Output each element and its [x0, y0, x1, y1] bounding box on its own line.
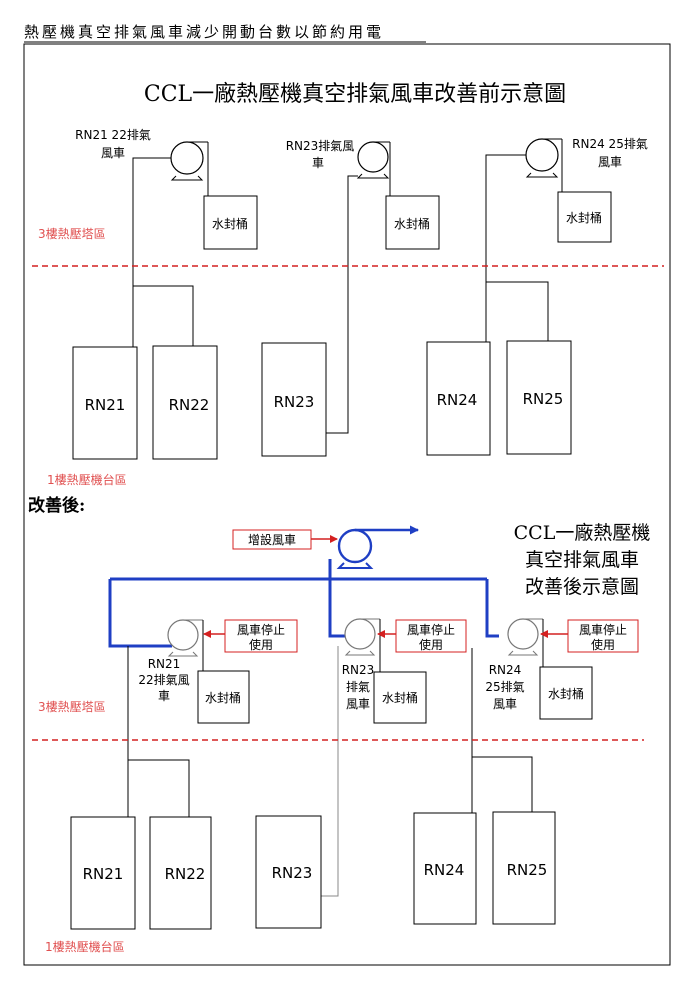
fan-label: 車 — [158, 689, 170, 703]
fan-label: 車 — [312, 156, 324, 170]
fan-icon — [525, 138, 559, 172]
machine-label: RN21 — [83, 865, 124, 883]
diagram-frame — [23, 43, 671, 966]
before-machine-rn22: RN22 — [152, 345, 218, 460]
fan-icon — [170, 141, 204, 175]
fan-icon — [507, 618, 539, 650]
water-tank-label: 水封桶 — [212, 216, 248, 231]
before-water-tank-3: 水封桶 — [557, 191, 612, 243]
machine-label: RN25 — [523, 390, 564, 408]
fan-label: 風車 — [598, 155, 622, 169]
before-water-tank-1: 水封桶 — [203, 195, 258, 250]
fan-label: RN23 — [342, 663, 375, 677]
after-title-line: CCL一廠熱壓機 — [514, 521, 651, 544]
before-machine-rn25: RN25 — [506, 340, 572, 455]
stop-label: 使用 — [419, 637, 443, 652]
stop-label: 使用 — [249, 637, 273, 652]
machine-label: RN23 — [272, 864, 313, 882]
stop-callout-3: 風車停止 使用 — [540, 619, 639, 653]
machine-label: RN25 — [507, 861, 548, 879]
machine-label: RN24 — [437, 391, 478, 409]
after-machine-rn25: RN25 — [492, 811, 556, 925]
before-fan-rn21-22: RN21 22排氣 風車 — [75, 128, 208, 181]
before-machine-rn21: RN21 — [72, 346, 138, 460]
fan-icon — [337, 528, 373, 564]
zone-label-upper: 3樓熱壓塔區 — [38, 699, 106, 714]
machine-label: RN22 — [169, 396, 210, 414]
fan-label: RN24 — [489, 663, 522, 677]
fan-label: 排氣 — [346, 680, 370, 694]
after-section: CCL一廠熱壓機 真空排氣風車 改善後示意圖 增設風車 R — [32, 521, 650, 954]
after-machine-rn24: RN24 — [413, 812, 477, 925]
fan-label: 風車 — [101, 146, 125, 160]
stop-label: 使用 — [591, 637, 615, 652]
new-fan — [336, 525, 419, 569]
fan-base-icon — [336, 562, 374, 569]
machine-label: RN23 — [274, 393, 315, 411]
after-fan-rn24-25: RN24 25排氣 風車 — [485, 618, 543, 711]
machine-label: RN24 — [424, 861, 465, 879]
after-machine-rn22: RN22 — [149, 816, 212, 930]
fan-base-icon — [525, 172, 559, 178]
stop-label: 風車停止 — [407, 622, 455, 637]
fan-label: RN21 — [148, 657, 181, 671]
stop-callout-1: 風車停止 使用 — [203, 619, 298, 653]
after-water-tank-3: 水封桶 — [539, 666, 593, 720]
fan-base-icon — [356, 173, 390, 179]
fan-base-icon — [344, 650, 376, 656]
stop-callout-2: 風車停止 使用 — [377, 619, 467, 653]
after-machine-rn23: RN23 — [255, 815, 322, 929]
fan-icon — [167, 619, 199, 651]
fan-label: RN21 22排氣 — [75, 128, 151, 142]
water-tank-label: 水封桶 — [394, 216, 430, 231]
fan-label: 25排氣 — [485, 680, 524, 694]
before-title: CCL一廠熱壓機真空排氣風車改善前示意圖 — [144, 82, 566, 107]
fan-label: 風車 — [493, 697, 517, 711]
after-section-label: 改善後: — [28, 495, 85, 516]
after-water-tank-2: 水封桶 — [373, 671, 427, 724]
document-title: 熱壓機真空排氣風車減少開動台數以節約用電 — [24, 23, 384, 41]
stop-label: 風車停止 — [579, 622, 627, 637]
after-title-line: 真空排氣風車 — [525, 549, 639, 571]
after-fan-rn23: RN23 排氣 風車 — [342, 618, 380, 711]
fan-base-icon — [507, 650, 539, 656]
fan-label: RN24 25排氣 — [572, 137, 648, 151]
after-machine-rn21: RN21 — [70, 816, 136, 930]
before-water-tank-2: 水封桶 — [385, 195, 440, 250]
fan-base-icon — [167, 651, 199, 657]
water-tank-label: 水封桶 — [548, 686, 584, 701]
machine-label: RN21 — [85, 396, 126, 414]
before-machine-rn23: RN23 — [261, 342, 327, 457]
fan-label: 風車 — [346, 697, 370, 711]
fan-icon — [357, 141, 389, 173]
before-section: CCL一廠熱壓機真空排氣風車改善前示意圖 RN21 22排氣 風車 水封桶 RN… — [32, 82, 664, 487]
after-title-line: 改善後示意圖 — [525, 576, 639, 598]
before-machine-rn24: RN24 — [426, 341, 491, 456]
machine-label: RN22 — [165, 865, 206, 883]
stop-label: 風車停止 — [237, 622, 285, 637]
new-vacuum-pipe — [108, 559, 499, 648]
zone-label-upper: 3樓熱壓塔區 — [38, 226, 106, 241]
fan-base-icon — [170, 175, 204, 181]
water-tank-label: 水封桶 — [205, 690, 241, 705]
new-fan-label: 增設風車 — [248, 532, 296, 547]
fan-icon — [344, 618, 376, 650]
after-water-tank-1: 水封桶 — [197, 670, 250, 724]
zone-label-lower: 1樓熱壓機台區 — [45, 939, 125, 954]
new-fan-callout: 增設風車 — [232, 529, 338, 550]
before-fan-rn23: RN23排氣風 車 — [286, 139, 390, 179]
before-fan-rn24-25: RN24 25排氣 風車 — [525, 137, 648, 178]
after-fan-rn21-22: RN21 22排氣風 車 — [138, 619, 203, 703]
water-tank-label: 水封桶 — [382, 690, 418, 705]
water-tank-label: 水封桶 — [566, 210, 602, 225]
zone-label-lower: 1樓熱壓機台區 — [47, 472, 127, 487]
fan-label: RN23排氣風 — [286, 139, 355, 153]
fan-label: 22排氣風 — [138, 673, 189, 687]
